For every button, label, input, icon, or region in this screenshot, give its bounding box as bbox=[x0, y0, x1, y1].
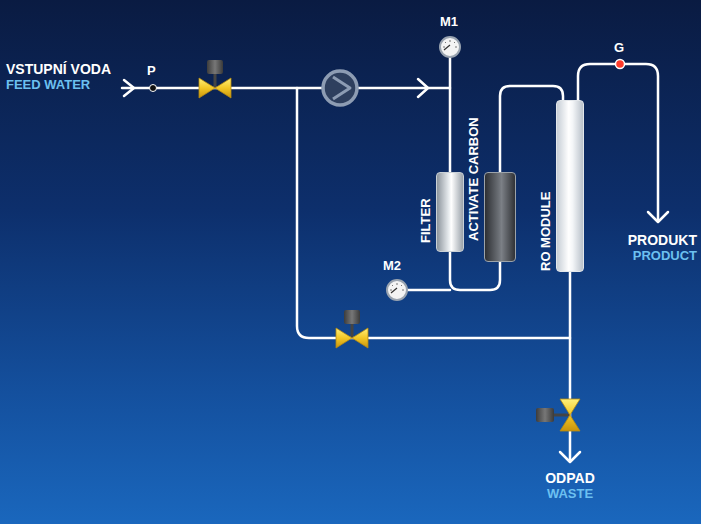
inlet-label: VSTUPNÍ VODA bbox=[6, 61, 111, 77]
feed-pipe bbox=[122, 87, 450, 90]
flow-arrow bbox=[560, 452, 580, 462]
pipe-connector bbox=[500, 86, 563, 172]
point-label: P bbox=[147, 63, 156, 79]
gauge-label: M1 bbox=[440, 14, 458, 30]
solenoid-valve bbox=[336, 310, 368, 348]
outlet-label: PRODUKT bbox=[628, 232, 697, 248]
outlet-label: PRODUCT bbox=[633, 248, 697, 264]
m2-pipe bbox=[407, 289, 450, 292]
gauge-needle bbox=[444, 45, 450, 50]
component-label: ACTIVATE CARBON bbox=[466, 117, 481, 241]
valve-actuator bbox=[536, 408, 554, 422]
pump-casing bbox=[323, 71, 357, 105]
gauge-face bbox=[387, 280, 407, 300]
pump-chevron bbox=[333, 77, 350, 99]
ro-module: RO MODULE bbox=[556, 100, 584, 272]
component-label: RO MODULE bbox=[538, 192, 553, 271]
pressure-gauge bbox=[387, 280, 407, 300]
outlet-label: ODPAD bbox=[545, 470, 595, 486]
pipe-connector bbox=[500, 86, 563, 172]
gauge-ticks bbox=[443, 40, 457, 47]
sample-point bbox=[616, 60, 625, 69]
flow-arrow bbox=[124, 80, 134, 96]
flow-arrow bbox=[418, 79, 428, 97]
valve-body bbox=[199, 78, 231, 98]
gauge-face bbox=[440, 37, 460, 57]
component-label: FILTER bbox=[418, 198, 433, 243]
pump-symbol bbox=[323, 71, 357, 105]
carbon-cartridge: ACTIVATE CARBON bbox=[484, 172, 516, 262]
pipes bbox=[122, 57, 668, 462]
pressure-gauge bbox=[440, 37, 460, 57]
valve-body bbox=[336, 328, 368, 348]
gauge-ticks bbox=[390, 283, 404, 290]
m1-pipe bbox=[449, 57, 452, 172]
waste-pipe bbox=[569, 272, 572, 460]
gauge-needle bbox=[391, 288, 397, 293]
filter-cartridge: FILTER bbox=[436, 172, 464, 252]
bypass-pipe bbox=[297, 88, 570, 338]
valve-stem bbox=[351, 322, 354, 338]
valve-actuator bbox=[344, 310, 360, 324]
valve-stem bbox=[214, 72, 217, 88]
outlet-label: WASTE bbox=[547, 486, 593, 502]
valve-stem bbox=[552, 414, 570, 417]
valve-actuator bbox=[207, 60, 223, 74]
valve-body bbox=[560, 399, 580, 431]
product-pipe bbox=[578, 64, 658, 220]
sample-point bbox=[150, 85, 157, 92]
flow-arrow bbox=[648, 212, 668, 222]
inlet-label: FEED WATER bbox=[6, 77, 90, 93]
gauge-label: M2 bbox=[383, 258, 401, 274]
point-label: G bbox=[614, 40, 624, 56]
solenoid-valve bbox=[536, 399, 580, 431]
solenoid-valve bbox=[199, 60, 231, 98]
